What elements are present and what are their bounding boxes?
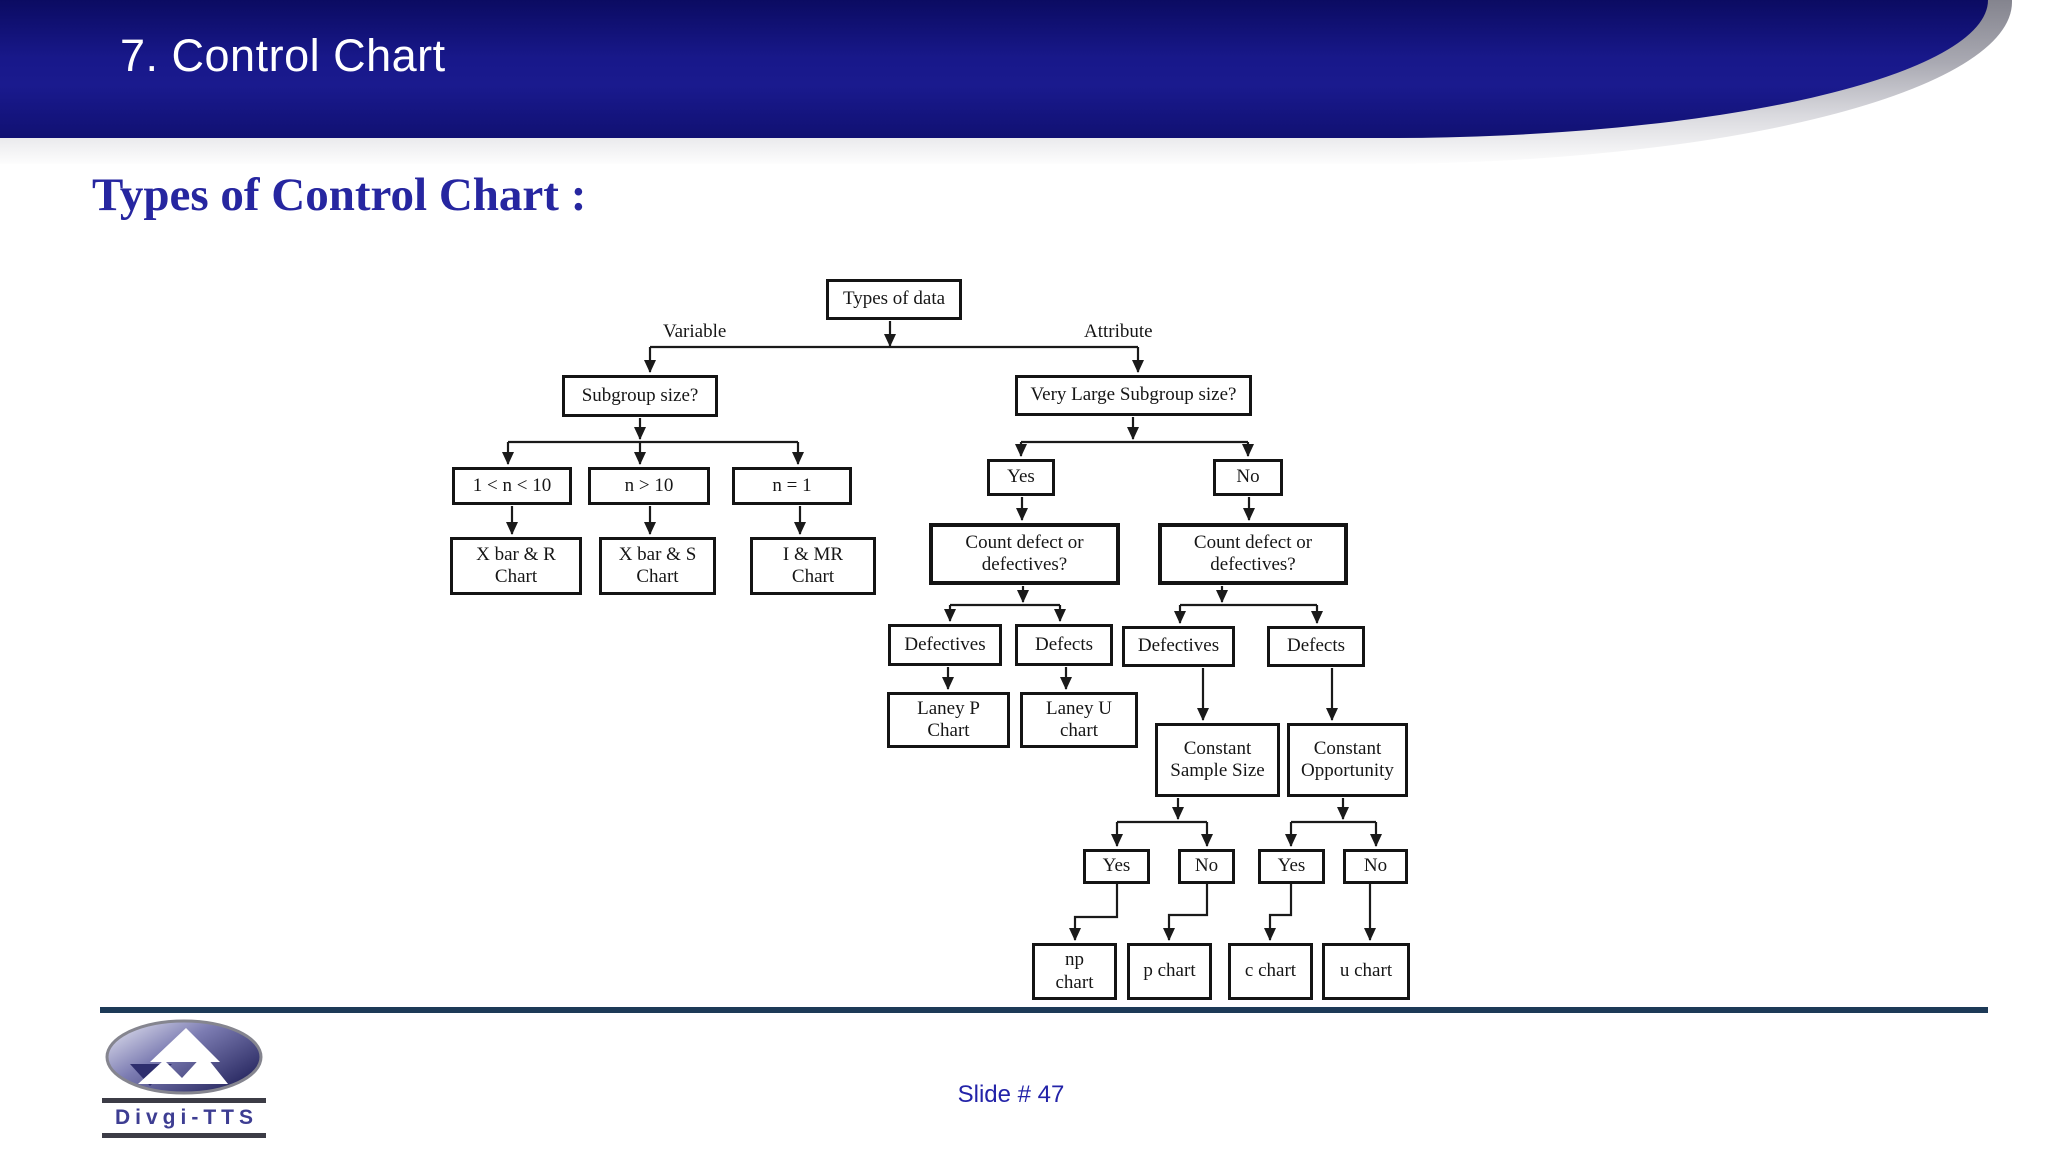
node-constant-sample-size: Constant Sample Size	[1155, 723, 1280, 797]
node-defects-right: Defects	[1267, 626, 1365, 667]
node-no-sample-size: No	[1178, 849, 1235, 884]
node-xbar-r-chart: X bar & R Chart	[450, 537, 582, 595]
node-defectives-left: Defectives	[888, 624, 1002, 666]
node-no-opportunity: No	[1343, 849, 1408, 884]
slide-number: Slide # 47	[957, 1081, 1065, 1108]
node-np-chart: np chart	[1032, 943, 1117, 1000]
node-laney-u-chart: Laney U chart	[1020, 692, 1138, 748]
node-yes-opportunity: Yes	[1258, 849, 1325, 884]
logo-text: Divgi-TTS	[115, 1106, 258, 1129]
branch-label-attribute: Attribute	[1084, 321, 1153, 342]
node-yes-sample-size: Yes	[1083, 849, 1150, 884]
node-i-mr-chart: I & MR Chart	[750, 537, 876, 595]
branch-label-variable: Variable	[663, 321, 727, 342]
node-types-of-data: Types of data	[826, 279, 962, 320]
node-n-eq-1: n = 1	[732, 467, 852, 505]
node-subgroup-size: Subgroup size?	[562, 375, 718, 417]
node-defectives-right: Defectives	[1122, 626, 1235, 667]
node-n-between-1-10: 1 < n < 10	[452, 467, 572, 505]
node-defects-left: Defects	[1015, 624, 1113, 666]
node-count-defect-right: Count defect or defectives?	[1158, 523, 1348, 585]
node-n-gt-10: n > 10	[588, 467, 710, 505]
node-very-large-subgroup: Very Large Subgroup size?	[1015, 375, 1252, 416]
node-xbar-s-chart: X bar & S Chart	[599, 537, 716, 595]
footer-divider	[100, 1007, 1988, 1013]
node-laney-p-chart: Laney P Chart	[887, 692, 1010, 748]
logo-bottom-bar	[102, 1133, 266, 1138]
logo-top-bar	[102, 1098, 266, 1103]
header-title: 7. Control Chart	[120, 30, 446, 81]
node-yes-large: Yes	[987, 459, 1055, 496]
node-c-chart: c chart	[1228, 943, 1313, 1000]
node-p-chart: p chart	[1127, 943, 1212, 1000]
node-u-chart: u chart	[1322, 943, 1410, 1000]
page-title: Types of Control Chart :	[92, 169, 587, 221]
header-bar	[0, 0, 1988, 138]
company-logo: Divgi-TTS	[98, 1018, 270, 1140]
logo-emblem-icon	[105, 1019, 263, 1095]
node-no-large: No	[1213, 459, 1283, 496]
node-count-defect-left: Count defect or defectives?	[929, 523, 1120, 585]
node-constant-opportunity: Constant Opportunity	[1287, 723, 1408, 797]
